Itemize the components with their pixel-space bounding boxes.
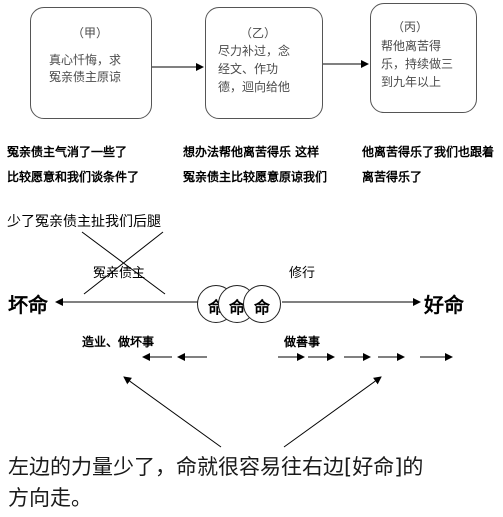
box-yi	[205, 7, 323, 119]
caption-2-line-1: 想办法帮他离苦得乐 这样	[183, 145, 320, 159]
box-bing	[370, 3, 477, 113]
box-yi-line-1: 尽力补过，念	[218, 44, 291, 58]
note-text: 少了冤亲债主扯我们后腿	[7, 214, 161, 230]
bad-deeds-label: 造业、做坏事	[82, 335, 155, 349]
fate-circle-3-label: 命	[254, 298, 271, 317]
good-fate-label: 好命	[424, 293, 464, 317]
box-jia	[30, 7, 152, 119]
box-jia-line-1: 真心忏悔，求	[49, 53, 122, 67]
conclusion-line-1: 左边的力量少了，命就很容易往右边[好命]的	[8, 455, 424, 479]
box-jia-tag: （甲）	[72, 26, 109, 40]
caption-3-line-2: 离苦得乐了	[362, 170, 423, 184]
box-bing-line-3: 到九年以上	[381, 75, 442, 89]
good-deeds-label: 做善事	[284, 335, 321, 349]
converge-arrow-left	[123, 376, 222, 448]
caption-3-line-1: 他离苦得乐了我们也跟着	[362, 145, 495, 159]
box-yi-tag: （乙）	[240, 26, 277, 40]
conclusion-line-2: 方向走。	[8, 486, 92, 510]
box-bing-line-1: 帮他离苦得	[381, 39, 442, 53]
caption-1-line-2: 比较愿意和我们谈条件了	[7, 170, 140, 184]
box-yi-line-2: 经文、作功	[218, 62, 279, 76]
creditor-force-label: 冤亲债主	[93, 266, 146, 281]
fate-circle-2-label: 命	[229, 298, 246, 317]
cross-line-2	[83, 231, 164, 295]
caption-2-line-2: 冤亲债主比较愿意原谅我们	[183, 170, 328, 184]
box-bing-line-2: 乐，持续做三	[381, 57, 454, 71]
caption-1-line-1: 冤亲债主气消了一些了	[7, 145, 128, 159]
fate-circle-3	[243, 285, 281, 323]
bad-fate-label: 坏命	[8, 293, 48, 317]
cultivation-force-label: 修行	[289, 266, 316, 281]
converge-arrow-right	[283, 376, 382, 448]
box-jia-line-2: 冤亲债主原谅	[49, 70, 122, 84]
box-bing-tag: （丙）	[392, 20, 429, 34]
box-yi-line-3: 德，迴向给他	[218, 80, 291, 94]
